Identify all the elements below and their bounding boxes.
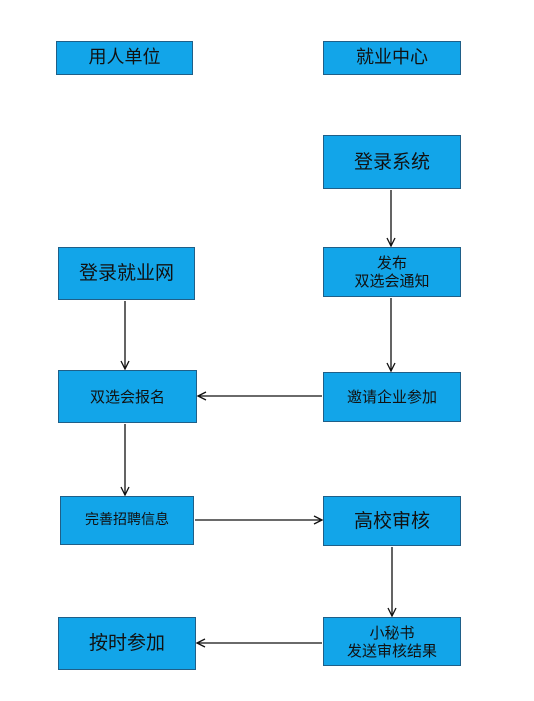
node-login-system-label: 登录系统 <box>353 150 430 173</box>
lane-header-center: 就业中心 <box>323 41 461 75</box>
node-secretary-result: 小秘书 发送审核结果 <box>323 617 461 666</box>
node-publish-notice: 发布 双选会通知 <box>323 247 461 297</box>
node-login-system: 登录系统 <box>323 135 461 189</box>
node-fair-signup: 双选会报名 <box>58 370 197 423</box>
node-school-review: 高校审核 <box>323 496 461 546</box>
node-complete-info: 完善招聘信息 <box>60 496 194 545</box>
node-school-review-label: 高校审核 <box>353 509 430 532</box>
lane-header-employer-label: 用人单位 <box>88 47 161 69</box>
lane-header-employer: 用人单位 <box>56 41 193 75</box>
node-login-job-site-label: 登录就业网 <box>78 262 174 285</box>
node-secretary-result-line1: 小秘书 <box>369 623 415 642</box>
node-attend-on-time: 按时参加 <box>58 617 196 670</box>
node-fair-signup-label: 双选会报名 <box>89 387 165 406</box>
node-complete-info-label: 完善招聘信息 <box>85 512 169 529</box>
node-publish-notice-line2: 双选会通知 <box>354 272 430 290</box>
node-login-job-site: 登录就业网 <box>58 247 195 300</box>
lane-header-center-label: 就业中心 <box>356 47 428 69</box>
node-secretary-result-line2: 发送审核结果 <box>346 641 437 660</box>
node-invite-companies-label: 邀请企业参加 <box>346 388 437 406</box>
node-invite-companies: 邀请企业参加 <box>323 372 461 422</box>
node-attend-on-time-label: 按时参加 <box>88 632 165 655</box>
node-publish-notice-line1: 发布 <box>376 254 407 272</box>
